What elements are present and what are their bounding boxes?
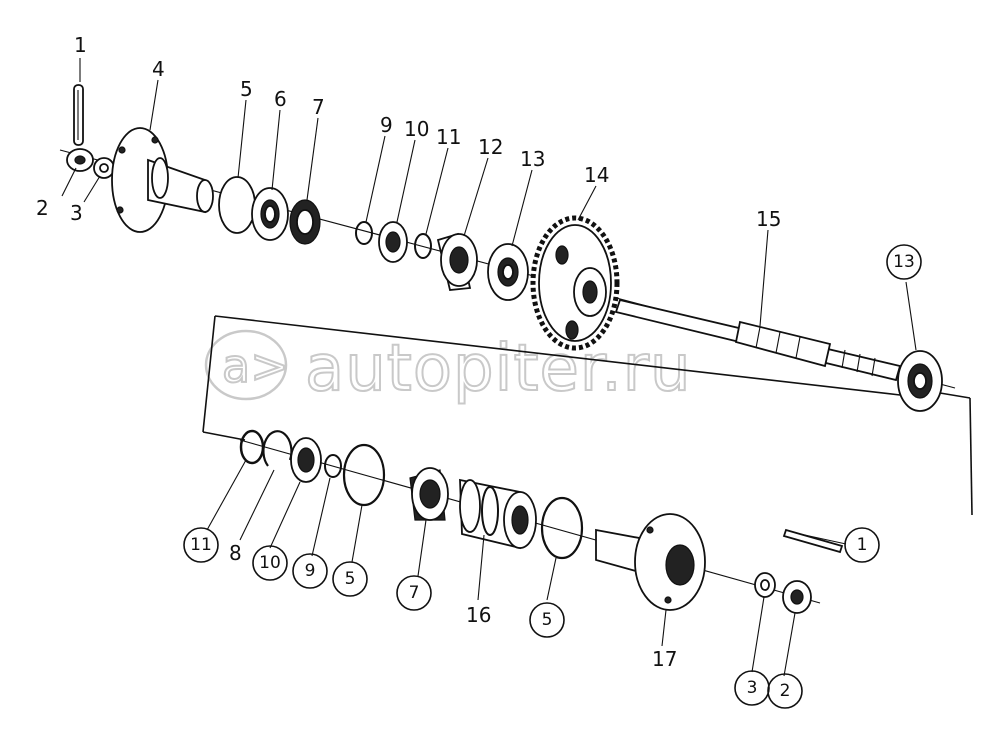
label-16-lower: 16 bbox=[466, 603, 491, 627]
watermark: a> autopiter.ru bbox=[204, 329, 692, 407]
part-ring-11-lower bbox=[239, 429, 265, 465]
label-2-upper: 2 bbox=[36, 196, 49, 220]
label-7-lower: 7 bbox=[409, 583, 420, 603]
label-9-circle-lower bbox=[292, 553, 328, 589]
part-o-ring-lower-right bbox=[540, 496, 584, 560]
part-snap-ring-9-upper bbox=[355, 221, 373, 245]
part-washer-10-lower bbox=[290, 437, 322, 483]
label-13-upper: 13 bbox=[520, 147, 545, 171]
label-3-lower: 3 bbox=[747, 678, 758, 698]
part-ring-11-upper bbox=[414, 233, 432, 259]
label-11-lower: 11 bbox=[190, 535, 212, 555]
label-6-upper: 6 bbox=[274, 87, 287, 111]
label-5-circle-lower-right bbox=[529, 602, 565, 638]
label-9-upper: 9 bbox=[380, 113, 393, 137]
part-flange-upper bbox=[111, 127, 214, 233]
part-cotter-pin-lower bbox=[782, 528, 844, 554]
label-12-upper: 12 bbox=[478, 135, 503, 159]
watermark-logo: a> bbox=[222, 339, 289, 393]
label-10-upper: 10 bbox=[404, 117, 429, 141]
part-snap-ring-9-lower bbox=[324, 454, 342, 478]
part-cotter-pin-upper bbox=[73, 84, 84, 146]
label-1-circle-lower bbox=[844, 527, 880, 563]
label-8-lower: 8 bbox=[229, 541, 242, 565]
label-11-circle-lower bbox=[183, 527, 219, 563]
connection-frame bbox=[202, 315, 973, 516]
label-13-circle-right bbox=[886, 244, 922, 280]
upper-part-labels: 1 2 3 4 5 6 7 9 10 11 12 13 14 15 13 bbox=[36, 33, 922, 280]
label-1-lower: 1 bbox=[857, 535, 868, 555]
label-15-upper: 15 bbox=[756, 207, 781, 231]
label-13-right: 13 bbox=[893, 252, 915, 272]
part-o-ring-lower-left bbox=[342, 443, 386, 507]
part-washer-10-upper bbox=[378, 221, 408, 263]
part-snap-ring-8 bbox=[262, 430, 293, 467]
label-3-upper: 3 bbox=[70, 201, 83, 225]
label-10-lower: 10 bbox=[259, 553, 281, 573]
part-bearing-12 bbox=[436, 232, 478, 291]
part-washer-upper bbox=[93, 157, 115, 179]
part-gear-14 bbox=[530, 215, 620, 351]
label-5-lower-left: 5 bbox=[345, 569, 356, 589]
label-17-lower: 17 bbox=[652, 647, 677, 671]
watermark-logo-ring bbox=[204, 329, 288, 401]
label-7-circle-lower bbox=[396, 575, 432, 611]
label-5-upper: 5 bbox=[240, 77, 253, 101]
part-bearing-6 bbox=[251, 187, 289, 241]
label-5-lower-right: 5 bbox=[542, 610, 553, 630]
part-sleeve-16 bbox=[459, 478, 537, 550]
part-bearing-7-upper bbox=[289, 199, 321, 245]
part-castle-nut-upper bbox=[66, 148, 94, 172]
label-2-lower: 2 bbox=[780, 681, 791, 701]
watermark-text: autopiter.ru bbox=[305, 332, 692, 406]
part-washer-lower bbox=[754, 572, 776, 598]
label-14-upper: 14 bbox=[584, 163, 609, 187]
part-flange-17 bbox=[595, 513, 706, 611]
label-9-lower: 9 bbox=[305, 561, 316, 581]
part-o-ring-upper bbox=[218, 176, 256, 234]
part-bearing-7-lower bbox=[409, 467, 449, 521]
lower-part-labels: 11 8 10 9 5 7 16 5 17 1 3 2 bbox=[183, 527, 880, 709]
leader-lines bbox=[61, 58, 917, 677]
part-bearing-13-right bbox=[897, 350, 943, 412]
part-bearing-13-upper bbox=[487, 243, 529, 301]
label-11-upper: 11 bbox=[436, 125, 461, 149]
label-10-circle-lower bbox=[252, 545, 288, 581]
label-1-upper: 1 bbox=[74, 33, 87, 57]
part-castle-nut-lower bbox=[782, 580, 812, 614]
label-2-circle-lower bbox=[767, 673, 803, 709]
label-5-circle-lower-left bbox=[332, 561, 368, 597]
label-4-upper: 4 bbox=[152, 57, 165, 81]
part-shaft-15 bbox=[614, 298, 902, 382]
label-7-upper: 7 bbox=[312, 95, 325, 119]
